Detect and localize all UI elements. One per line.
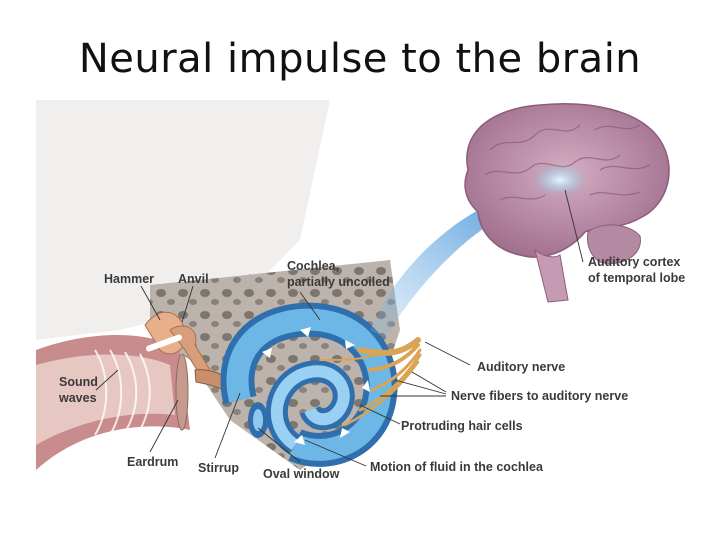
label-sound-line1: Sound — [59, 375, 98, 389]
label-sound-line2: waves — [58, 391, 97, 405]
oval-window — [248, 402, 268, 438]
label-fluid-motion: Motion of fluid in the cochlea — [370, 460, 544, 474]
slide-title: Neural impulse to the brain — [78, 36, 642, 82]
label-anvil: Anvil — [178, 272, 209, 286]
diagram-labels: Hammer Anvil Cochlea, partially uncoiled… — [58, 255, 685, 481]
label-cortex-line2: of temporal lobe — [588, 271, 685, 285]
ossicles — [144, 311, 241, 396]
label-cochlea-line2: partially uncoiled — [287, 275, 390, 289]
cochlea — [220, 302, 398, 467]
label-stirrup: Stirrup — [198, 461, 239, 475]
label-oval-window: Oval window — [263, 467, 340, 481]
label-nerve-fibers: Nerve fibers to auditory nerve — [451, 389, 628, 403]
label-eardrum: Eardrum — [127, 455, 178, 469]
auditory-cortex-highlight — [532, 164, 588, 196]
label-cochlea-line1: Cochlea, — [287, 259, 339, 273]
auditory-nerve — [319, 337, 422, 427]
eardrum — [175, 353, 189, 431]
leader-lines — [95, 189, 584, 467]
sound-waves — [94, 349, 151, 436]
label-auditory-nerve: Auditory nerve — [477, 360, 565, 374]
label-hair-cells: Protruding hair cells — [401, 419, 523, 433]
brain — [464, 103, 670, 303]
label-hammer: Hammer — [104, 272, 154, 286]
label-cortex-line1: Auditory cortex — [588, 255, 680, 269]
